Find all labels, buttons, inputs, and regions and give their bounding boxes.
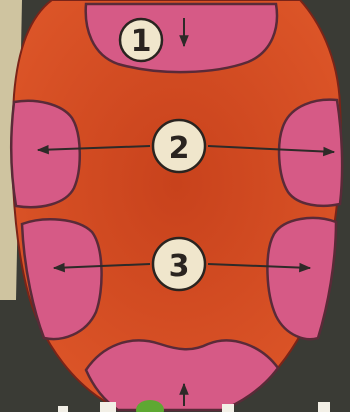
- zone-2-number: 2: [169, 131, 190, 166]
- zone-2-badge: 2: [153, 120, 205, 172]
- zone-1-number: 1: [131, 24, 152, 59]
- zone-3-number: 3: [169, 249, 190, 284]
- zone-2-left: [11, 101, 80, 207]
- zone-1-tip: [86, 4, 277, 72]
- zone-3-badge: 3: [153, 238, 205, 290]
- zone-1-badge: 1: [120, 19, 162, 61]
